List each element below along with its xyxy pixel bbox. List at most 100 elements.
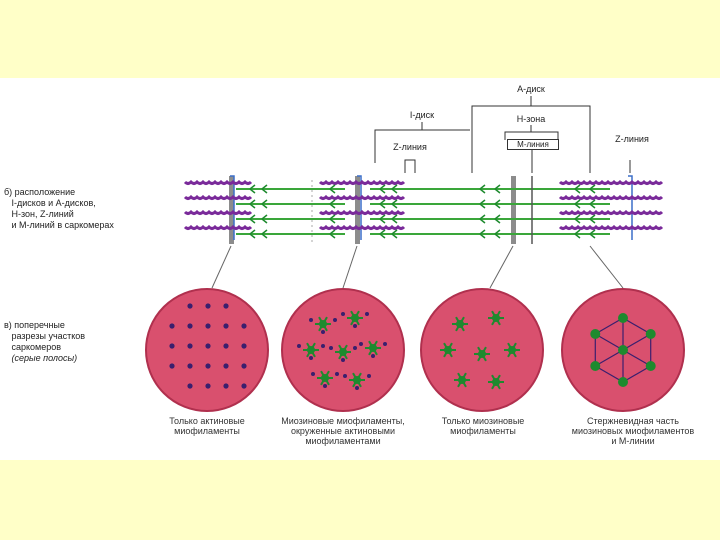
lattice-edge-0 xyxy=(622,365,652,383)
actin-dot-d2-0 xyxy=(333,318,337,322)
myosin-head-1-8 xyxy=(589,199,596,209)
myosin-star-d3-6-core xyxy=(492,378,500,386)
actin-dot-d2-13 xyxy=(359,342,363,346)
actin-dot-15 xyxy=(205,363,211,369)
connector-4 xyxy=(589,245,624,289)
actin-dot-d2-10 xyxy=(329,346,333,350)
myosin-head-0-6 xyxy=(494,184,501,194)
myosin-star-d2-2-core xyxy=(307,346,315,354)
z-line-right-label: Z-линия xyxy=(615,134,649,144)
actin-dot-d2-18 xyxy=(367,374,371,378)
actin-filament-0-1 xyxy=(318,179,406,185)
lattice-node-1 xyxy=(618,377,628,387)
label-b-0: б) расположение xyxy=(4,187,76,197)
actin-dot-1 xyxy=(205,303,211,309)
band-2 xyxy=(355,176,360,244)
myosin-star-d3-6 xyxy=(488,374,504,390)
actin-dot-12 xyxy=(241,343,247,349)
actin-filament-3-0 xyxy=(183,224,253,230)
label-b-3: и М-линий в саркомерах xyxy=(4,220,114,230)
actin-dot-d2-14 xyxy=(371,354,375,358)
myosin-star-d3-5-core xyxy=(458,376,466,384)
myosin-head-1-4 xyxy=(391,199,398,209)
actin-filament-1-2 xyxy=(558,194,664,200)
myosin-star-d2-0-core xyxy=(319,320,327,328)
caption-2-line-0: Миозиновые миофиламенты, xyxy=(281,416,405,426)
myosin-star-d2-2 xyxy=(303,342,319,358)
myosin-head-3-0 xyxy=(249,229,256,239)
lattice-edge-4 xyxy=(622,317,652,335)
i-disc-label: I-диск xyxy=(409,110,435,120)
myosin-head-2-7 xyxy=(574,214,581,224)
actin-dot-d2-5 xyxy=(353,324,357,328)
z-line-2 xyxy=(628,175,633,240)
caption-4-line-1: миозиновых миофиламентов xyxy=(571,426,695,436)
myosin-star-d3-1-core xyxy=(492,314,500,322)
lattice-spoke-5 xyxy=(622,333,652,351)
actin-dot-2 xyxy=(223,303,229,309)
myosin-star-d3-0 xyxy=(452,316,468,332)
myosin-star-d2-6 xyxy=(349,372,365,388)
caption-2-line-1: окруженные актиновыми xyxy=(290,426,396,436)
actin-dot-17 xyxy=(241,363,247,369)
myosin-star-d2-3-core xyxy=(339,348,347,356)
actin-dot-21 xyxy=(241,383,247,389)
myosin-head-0-3 xyxy=(379,184,386,194)
actin-dot-d2-11 xyxy=(341,358,345,362)
label-c-1: разрезы участков xyxy=(4,331,86,341)
myosin-star-d2-5 xyxy=(317,370,333,386)
myosin-head-2-5 xyxy=(479,214,486,224)
myosin-head-0-1 xyxy=(261,184,268,194)
actin-dot-d2-6 xyxy=(321,344,325,348)
lattice-edge-1 xyxy=(594,365,624,383)
myosin-star-d2-5-core xyxy=(321,374,329,382)
z-line-left-label: Z-линия xyxy=(393,142,427,152)
filament-rows xyxy=(183,175,664,244)
connector-1 xyxy=(211,245,232,289)
myosin-star-d3-5 xyxy=(454,372,470,388)
myosin-star-d3-1 xyxy=(488,310,504,326)
label-c-2: саркомеров xyxy=(4,342,62,352)
myosin-head-1-7 xyxy=(574,199,581,209)
myosin-head-1-2 xyxy=(329,199,336,209)
section-bands xyxy=(229,176,516,244)
actin-dot-5 xyxy=(205,323,211,329)
actin-dot-4 xyxy=(187,323,193,329)
lattice-spoke-2 xyxy=(594,349,624,367)
myosin-star-d3-2 xyxy=(440,342,456,358)
actin-dot-10 xyxy=(205,343,211,349)
actin-dot-9 xyxy=(187,343,193,349)
myosin-star-d2-4 xyxy=(365,340,381,356)
connector-lines xyxy=(211,245,624,289)
actin-filament-3-1 xyxy=(318,224,406,230)
actin-dot-3 xyxy=(169,323,175,329)
myosin-star-d3-3-core xyxy=(478,350,486,358)
actin-filament-2-0 xyxy=(183,209,253,215)
a-disc-label: А-диск xyxy=(517,84,545,94)
caption-1-line-0: Только актиновые xyxy=(169,416,245,426)
myosin-head-3-7 xyxy=(574,229,581,239)
label-c-0: в) поперечные xyxy=(4,320,65,330)
myosin-head-2-8 xyxy=(589,214,596,224)
myosin-head-1-3 xyxy=(379,199,386,209)
myosin-head-2-1 xyxy=(261,214,268,224)
actin-dot-13 xyxy=(169,363,175,369)
myosin-head-1-1 xyxy=(261,199,268,209)
actin-dot-11 xyxy=(223,343,229,349)
actin-dot-14 xyxy=(187,363,193,369)
cross-section-discs xyxy=(145,288,685,412)
i-disc-bracket xyxy=(374,129,470,163)
caption-2: Миозиновые миофиламенты, окруженные акти… xyxy=(258,416,428,446)
myosin-star-d2-6-core xyxy=(353,376,361,384)
connector-3 xyxy=(489,245,514,289)
actin-dot-d2-3 xyxy=(365,312,369,316)
myosin-head-3-1 xyxy=(261,229,268,239)
myosin-head-3-2 xyxy=(329,229,336,239)
myosin-head-1-0 xyxy=(249,199,256,209)
myosin-head-3-4 xyxy=(391,229,398,239)
actin-dot-d2-8 xyxy=(309,356,313,360)
actin-dot-18 xyxy=(187,383,193,389)
z-left-pointer xyxy=(404,159,416,173)
actin-dot-d2-15 xyxy=(335,372,339,376)
caption-3: Только миозиновые миофиламенты xyxy=(398,416,568,436)
